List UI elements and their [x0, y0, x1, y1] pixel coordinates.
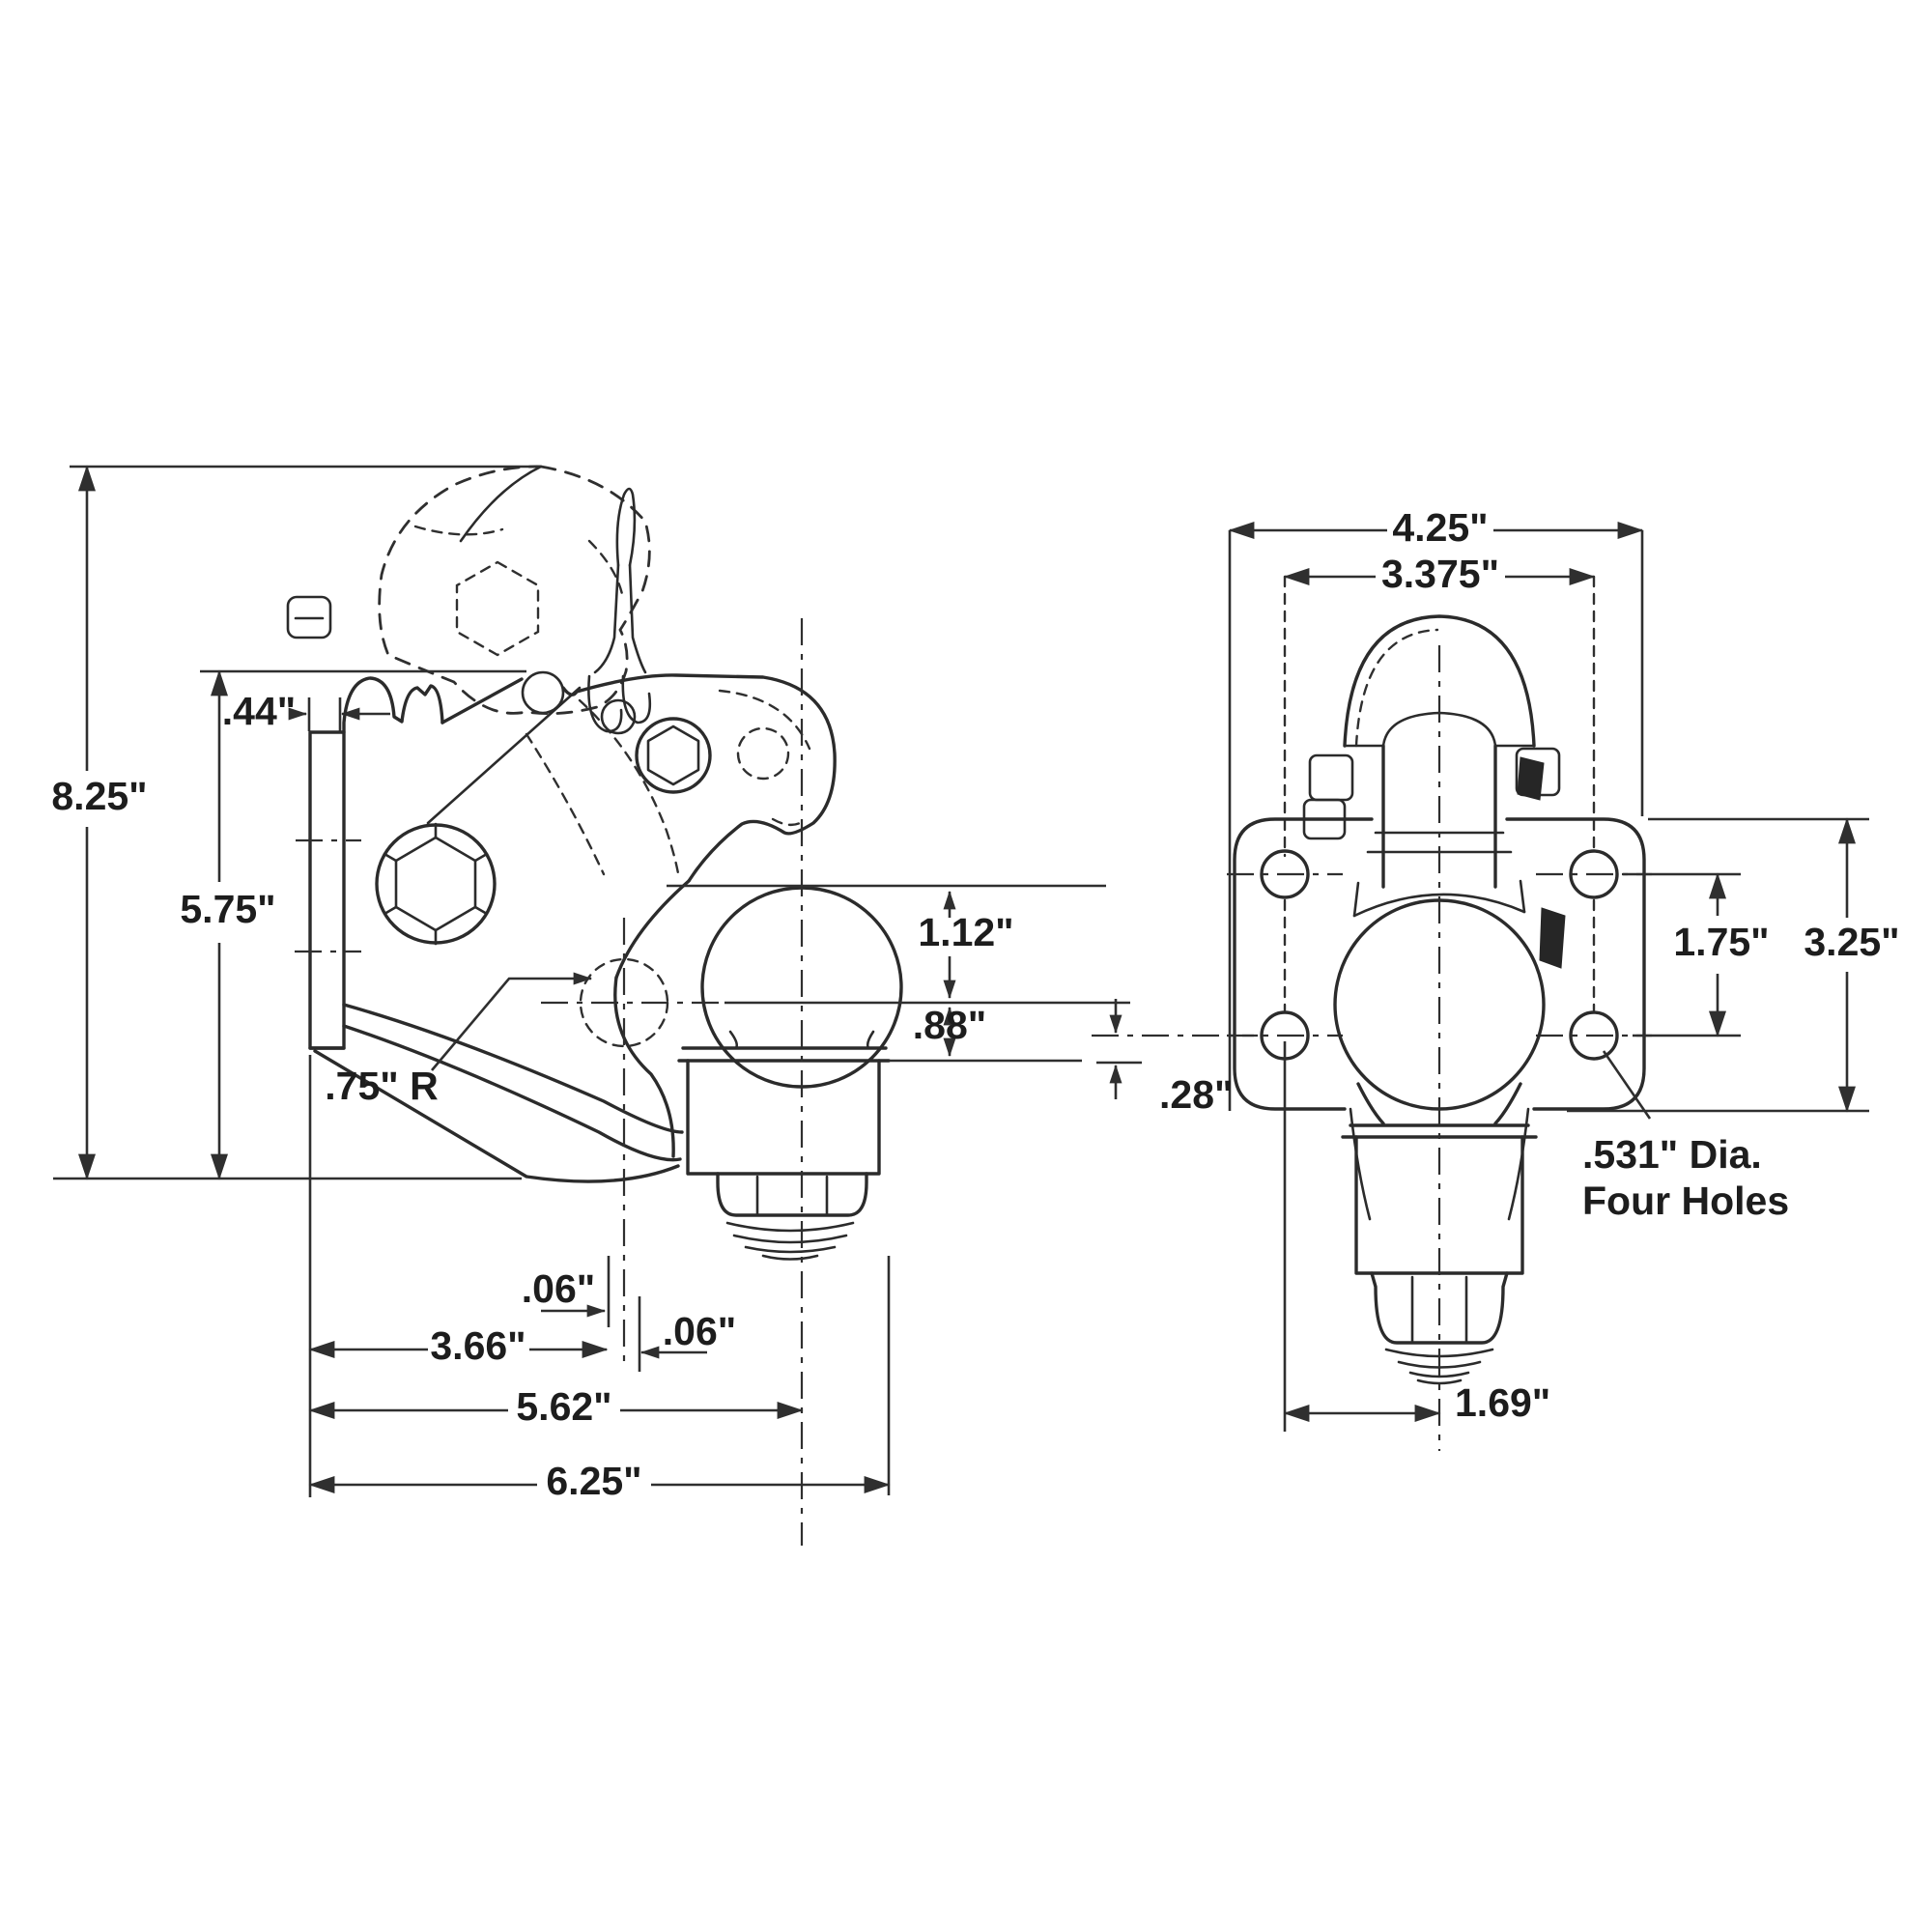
hitch-ball-side — [677, 886, 903, 1261]
dim-length-to-eye: 3.66" — [308, 1323, 609, 1368]
bolt-hole-icon — [1569, 849, 1619, 899]
dim-overall-height: 8.25" — [51, 465, 148, 1180]
dim-label-eye-radius: .75" R — [325, 1064, 438, 1108]
dim-flange-thickness: .44" — [222, 689, 390, 733]
dim-hook-height: 5.75" — [180, 669, 276, 1180]
dim-label-length-overall: 6.25" — [546, 1459, 641, 1503]
dim-label-hole-span-h: 3.375" — [1381, 552, 1499, 596]
dim-label-length-to-ball: 5.62" — [516, 1384, 611, 1429]
dim-label-ball-lower: .88" — [913, 1003, 986, 1047]
side-extension-lines — [308, 1055, 891, 1497]
dim-label-flange-thickness: .44" — [222, 689, 296, 733]
dim-label-offset-right: .06" — [663, 1309, 736, 1353]
dim-hole-edge-offset: .28" — [1092, 999, 1258, 1117]
bolt-hole-icon — [1569, 1010, 1619, 1061]
note-hole-dia-line2: Four Holes — [1582, 1179, 1789, 1223]
bolt-hole-icon — [1260, 849, 1310, 899]
dim-label-ball-top: 1.12" — [918, 910, 1013, 954]
dim-ball-offsets: 1.12" .88" — [667, 884, 1130, 1063]
side-reference-lines — [53, 465, 541, 1180]
front-view: 4.25" 3.375" — [1092, 505, 1900, 1451]
flange-plate — [286, 595, 361, 1050]
callout-eye-radius: .75" R — [325, 972, 593, 1108]
latch-clip-icon — [1517, 756, 1545, 801]
front-latch-assembly — [1302, 614, 1566, 969]
dim-hole-to-center: 1.69" — [1283, 1041, 1550, 1432]
release-lever — [587, 487, 652, 733]
dim-label-overall-height: 8.25" — [51, 774, 147, 818]
latch-open-ghost — [378, 465, 651, 716]
dim-plate-height: 3.25" — [1567, 817, 1900, 1113]
dim-hole-span-v: 1.75" — [1623, 872, 1770, 1037]
horn-bolt-icon — [635, 717, 712, 794]
dim-label-offset-left: .06" — [522, 1266, 595, 1311]
latch-clip-icon — [1539, 907, 1566, 969]
dim-label-hole-span-v: 1.75" — [1673, 920, 1769, 964]
latch-pivot-icon — [521, 670, 565, 715]
dim-label-plate-height: 3.25" — [1804, 920, 1899, 964]
dim-label-length-to-eye: 3.66" — [430, 1323, 526, 1368]
hitch-ball-front — [1333, 645, 1546, 1451]
dim-label-hole-to-center: 1.69" — [1455, 1380, 1550, 1425]
dim-label-hole-edge-offset: .28" — [1159, 1072, 1233, 1117]
dim-length-to-ball: 5.62" — [308, 1384, 804, 1429]
side-view: 8.25" 5.75" .44" — [51, 465, 1130, 1546]
dim-hole-span-h: 3.375" — [1283, 552, 1596, 858]
note-hole-dia-line1: .531" Dia. — [1582, 1132, 1762, 1177]
dim-length-overall: 6.25" — [308, 1459, 891, 1503]
pivot-bolt-icon — [375, 823, 497, 945]
dim-label-hook-height: 5.75" — [180, 887, 275, 931]
dim-width-overall: 4.25" — [1228, 505, 1644, 1111]
eye-circle — [579, 957, 669, 1048]
dim-label-width-overall: 4.25" — [1392, 505, 1488, 550]
latch-tip-tab — [286, 595, 332, 639]
hook-casting — [308, 670, 837, 1183]
dim-offsets: .06" .06" — [522, 1266, 736, 1359]
callout-hole-diameter: .531" Dia. Four Holes — [1582, 1050, 1789, 1223]
side-centerlines — [541, 618, 804, 1546]
